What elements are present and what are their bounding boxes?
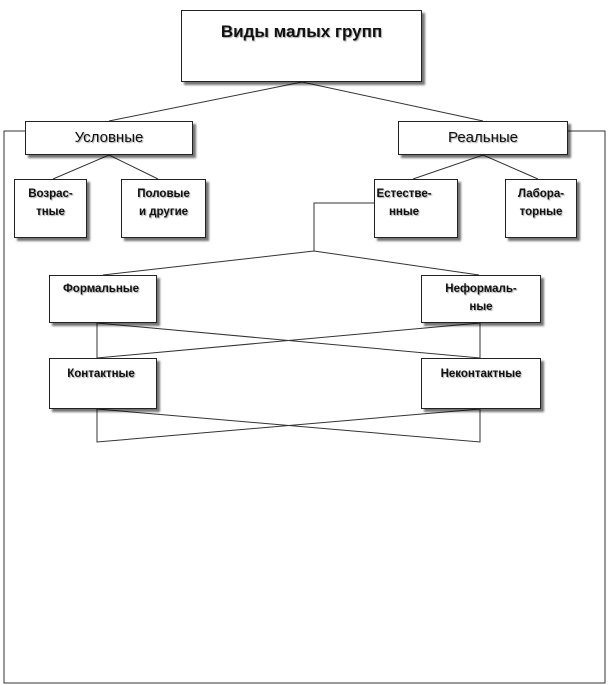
cross-line-4 [96,408,481,443]
natural-box [374,179,458,238]
age-box [14,179,87,238]
formal-box [49,275,157,323]
contact-box [49,358,157,409]
real-branch-line [412,154,539,180]
conditional-box [25,121,193,155]
gender-box [121,179,206,238]
natural-branch-line [102,250,480,276]
real-label: Реальные [447,129,518,146]
title-label: Виды малых групп [220,22,383,41]
natural-label: Естестве- нные [376,188,432,218]
laboratory-box [505,179,577,238]
conditional-branch-line [52,154,159,180]
real-box [398,121,568,155]
informal-label: Неформаль- ные [445,283,517,313]
noncontact-label: Неконтактные [440,368,522,380]
laboratory-label: Лабора- торные [517,188,565,218]
age-label: Возрас- тные [28,188,73,218]
title-box [181,10,422,82]
informal-box [421,275,541,323]
natural-connector-line [313,202,374,251]
conditional-label: Условные [74,129,144,146]
title-branch-line [108,81,484,122]
outer-frame-line [3,130,606,684]
gender-label: Половые и другие [137,188,190,218]
formal-label: Формальные [62,283,139,295]
cross-line-3 [96,408,481,443]
contact-label: Контактные [67,368,135,380]
noncontact-box [421,358,541,409]
